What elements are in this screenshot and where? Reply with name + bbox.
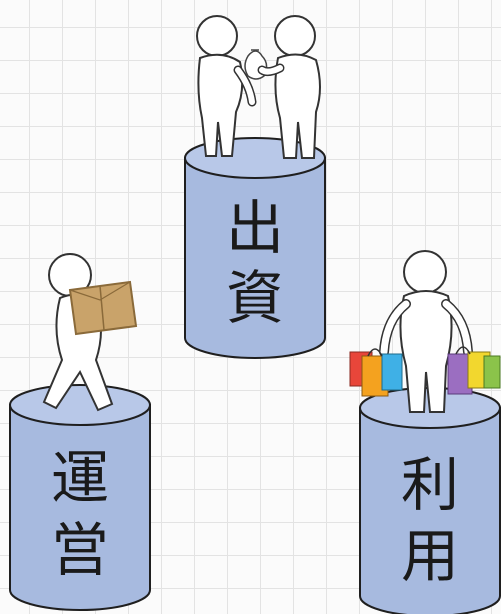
investor-figure-left <box>196 15 257 157</box>
pillar-investment-label-1: 出 <box>226 194 284 262</box>
pillar-operation-label-1: 運 <box>51 444 109 512</box>
pillar-investment: 出 資 <box>184 137 326 359</box>
pillar-operation-label-2: 営 <box>51 516 109 584</box>
pillar-usage-label-2: 用 <box>401 522 459 590</box>
pillar-usage: 利 用 <box>359 387 501 614</box>
investor-figure-right <box>257 15 321 159</box>
shopping-bags-left-icon <box>349 348 403 397</box>
cardboard-box-icon <box>68 280 138 336</box>
pillar-investment-label-2: 資 <box>226 264 284 332</box>
pillar-operation: 運 営 <box>9 384 151 611</box>
pillar-usage-label-1: 利 <box>401 451 459 519</box>
shopping-bags-right-icon <box>447 346 501 395</box>
shopper-figure <box>379 250 473 413</box>
